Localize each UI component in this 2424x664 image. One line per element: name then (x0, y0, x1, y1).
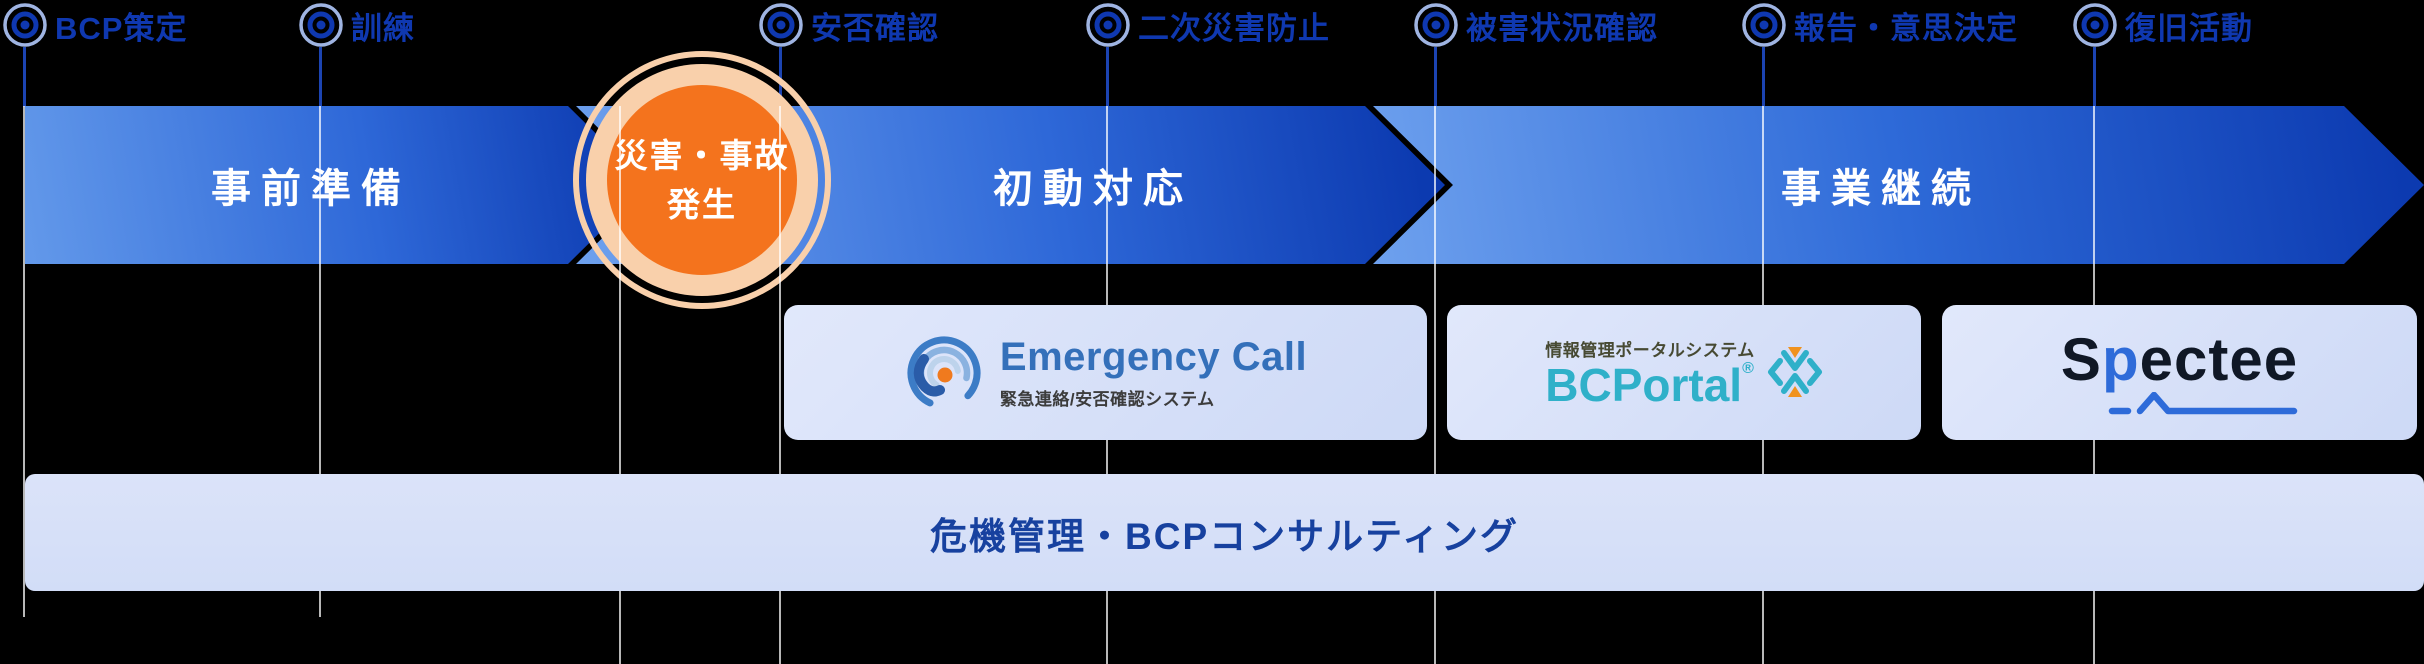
connector-line (23, 47, 26, 107)
milestone-target-icon (1086, 3, 1130, 47)
grid-line (779, 106, 781, 664)
milestone-target-icon (2073, 3, 2117, 47)
registered-trademark-symbol: ® (1742, 359, 1754, 377)
phase-label-preparation: 事前準備 (211, 167, 411, 211)
spectee-logo: Spectee (2061, 329, 2298, 416)
emergency-call-logo-icon (907, 336, 981, 409)
milestone-safety-confirmation: 安否確認 (758, 2, 939, 48)
product-card-bcportal[interactable]: 情報管理ポータルシステム BCPortal® (1447, 305, 1921, 440)
milestone-target-icon (1742, 3, 1786, 47)
milestone-recovery: 復旧活動 (2072, 2, 2253, 48)
grid-line (1434, 106, 1436, 664)
grid-line (23, 106, 25, 617)
connector-line (319, 47, 322, 107)
spectee-letter-p: p (2101, 325, 2140, 393)
connector-line (1106, 47, 1109, 107)
milestone-bcp-planning: BCP策定 (2, 2, 187, 48)
event-text-line2: 発生 (667, 186, 737, 223)
spectee-letters-rest: ectee (2139, 325, 2299, 393)
milestone-label: 訓練 (351, 10, 415, 46)
milestone-target-icon (3, 3, 47, 47)
milestone-label: 二次災害防止 (1138, 10, 1330, 46)
product-card-spectee[interactable]: Spectee (1942, 305, 2417, 440)
bcportal-wordmark: BCPortal (1545, 358, 1743, 411)
connector-line (1762, 47, 1765, 107)
milestone-target-icon (299, 3, 343, 47)
bcportal-logo: 情報管理ポータルシステム BCPortal® (1545, 336, 1823, 409)
phase-label-business-continuity: 事業継続 (1781, 167, 1981, 211)
emergency-call-name: Emergency Call (999, 335, 1308, 379)
milestone-reporting-decision: 報告・意思決定 (1741, 2, 2018, 48)
milestone-label: 報告・意思決定 (1794, 10, 2018, 46)
consulting-label: 危機管理・BCPコンサルティング (930, 515, 1519, 557)
milestone-secondary-disaster-prevention: 二次災害防止 (1085, 2, 1330, 48)
milestone-label: 被害状況確認 (1466, 10, 1658, 46)
milestone-label: 復旧活動 (2125, 10, 2253, 46)
milestone-damage-assessment: 被害状況確認 (1413, 2, 1658, 48)
phase-arrow-business-continuity (1373, 106, 2424, 264)
event-text-line1: 災害・事故 (614, 136, 790, 174)
connector-line (1434, 47, 1437, 107)
grid-line (319, 106, 321, 617)
bcportal-system-label: 情報管理ポータルシステム (1545, 340, 1755, 360)
spectee-underline-icon (2108, 391, 2298, 414)
grid-line (619, 106, 621, 664)
milestone-label: 安否確認 (811, 10, 939, 46)
spectee-wordmark: Spectee (2061, 329, 2298, 390)
phase-label-initial-response: 初動対応 (993, 167, 1193, 211)
disaster-event-circle: 災害・事故 発生 (607, 85, 797, 275)
bcportal-text: 情報管理ポータルシステム BCPortal® (1545, 336, 1755, 409)
milestone-training: 訓練 (298, 2, 415, 48)
event-outer-ring (573, 51, 831, 309)
product-card-emergency-call[interactable]: Emergency Call 緊急連絡/安否確認システム (784, 305, 1427, 440)
milestone-target-icon (1414, 3, 1458, 47)
connector-line (2093, 47, 2096, 107)
emergency-call-subtitle: 緊急連絡/安否確認システム (999, 390, 1215, 409)
emergency-call-logo: Emergency Call 緊急連絡/安否確認システム (904, 333, 1307, 413)
bcportal-snowflake-icon (1767, 347, 1822, 398)
milestone-target-icon (759, 3, 803, 47)
consulting-band: 危機管理・BCPコンサルティング (25, 474, 2424, 591)
emergency-call-text: Emergency Call 緊急連絡/安否確認システム (1000, 335, 1307, 410)
bcportal-name: BCPortal® (1545, 358, 1754, 411)
milestone-label: BCP策定 (55, 10, 188, 46)
phase-arrow-preparation (25, 106, 648, 264)
spectee-letter-s: S (2060, 325, 2102, 393)
